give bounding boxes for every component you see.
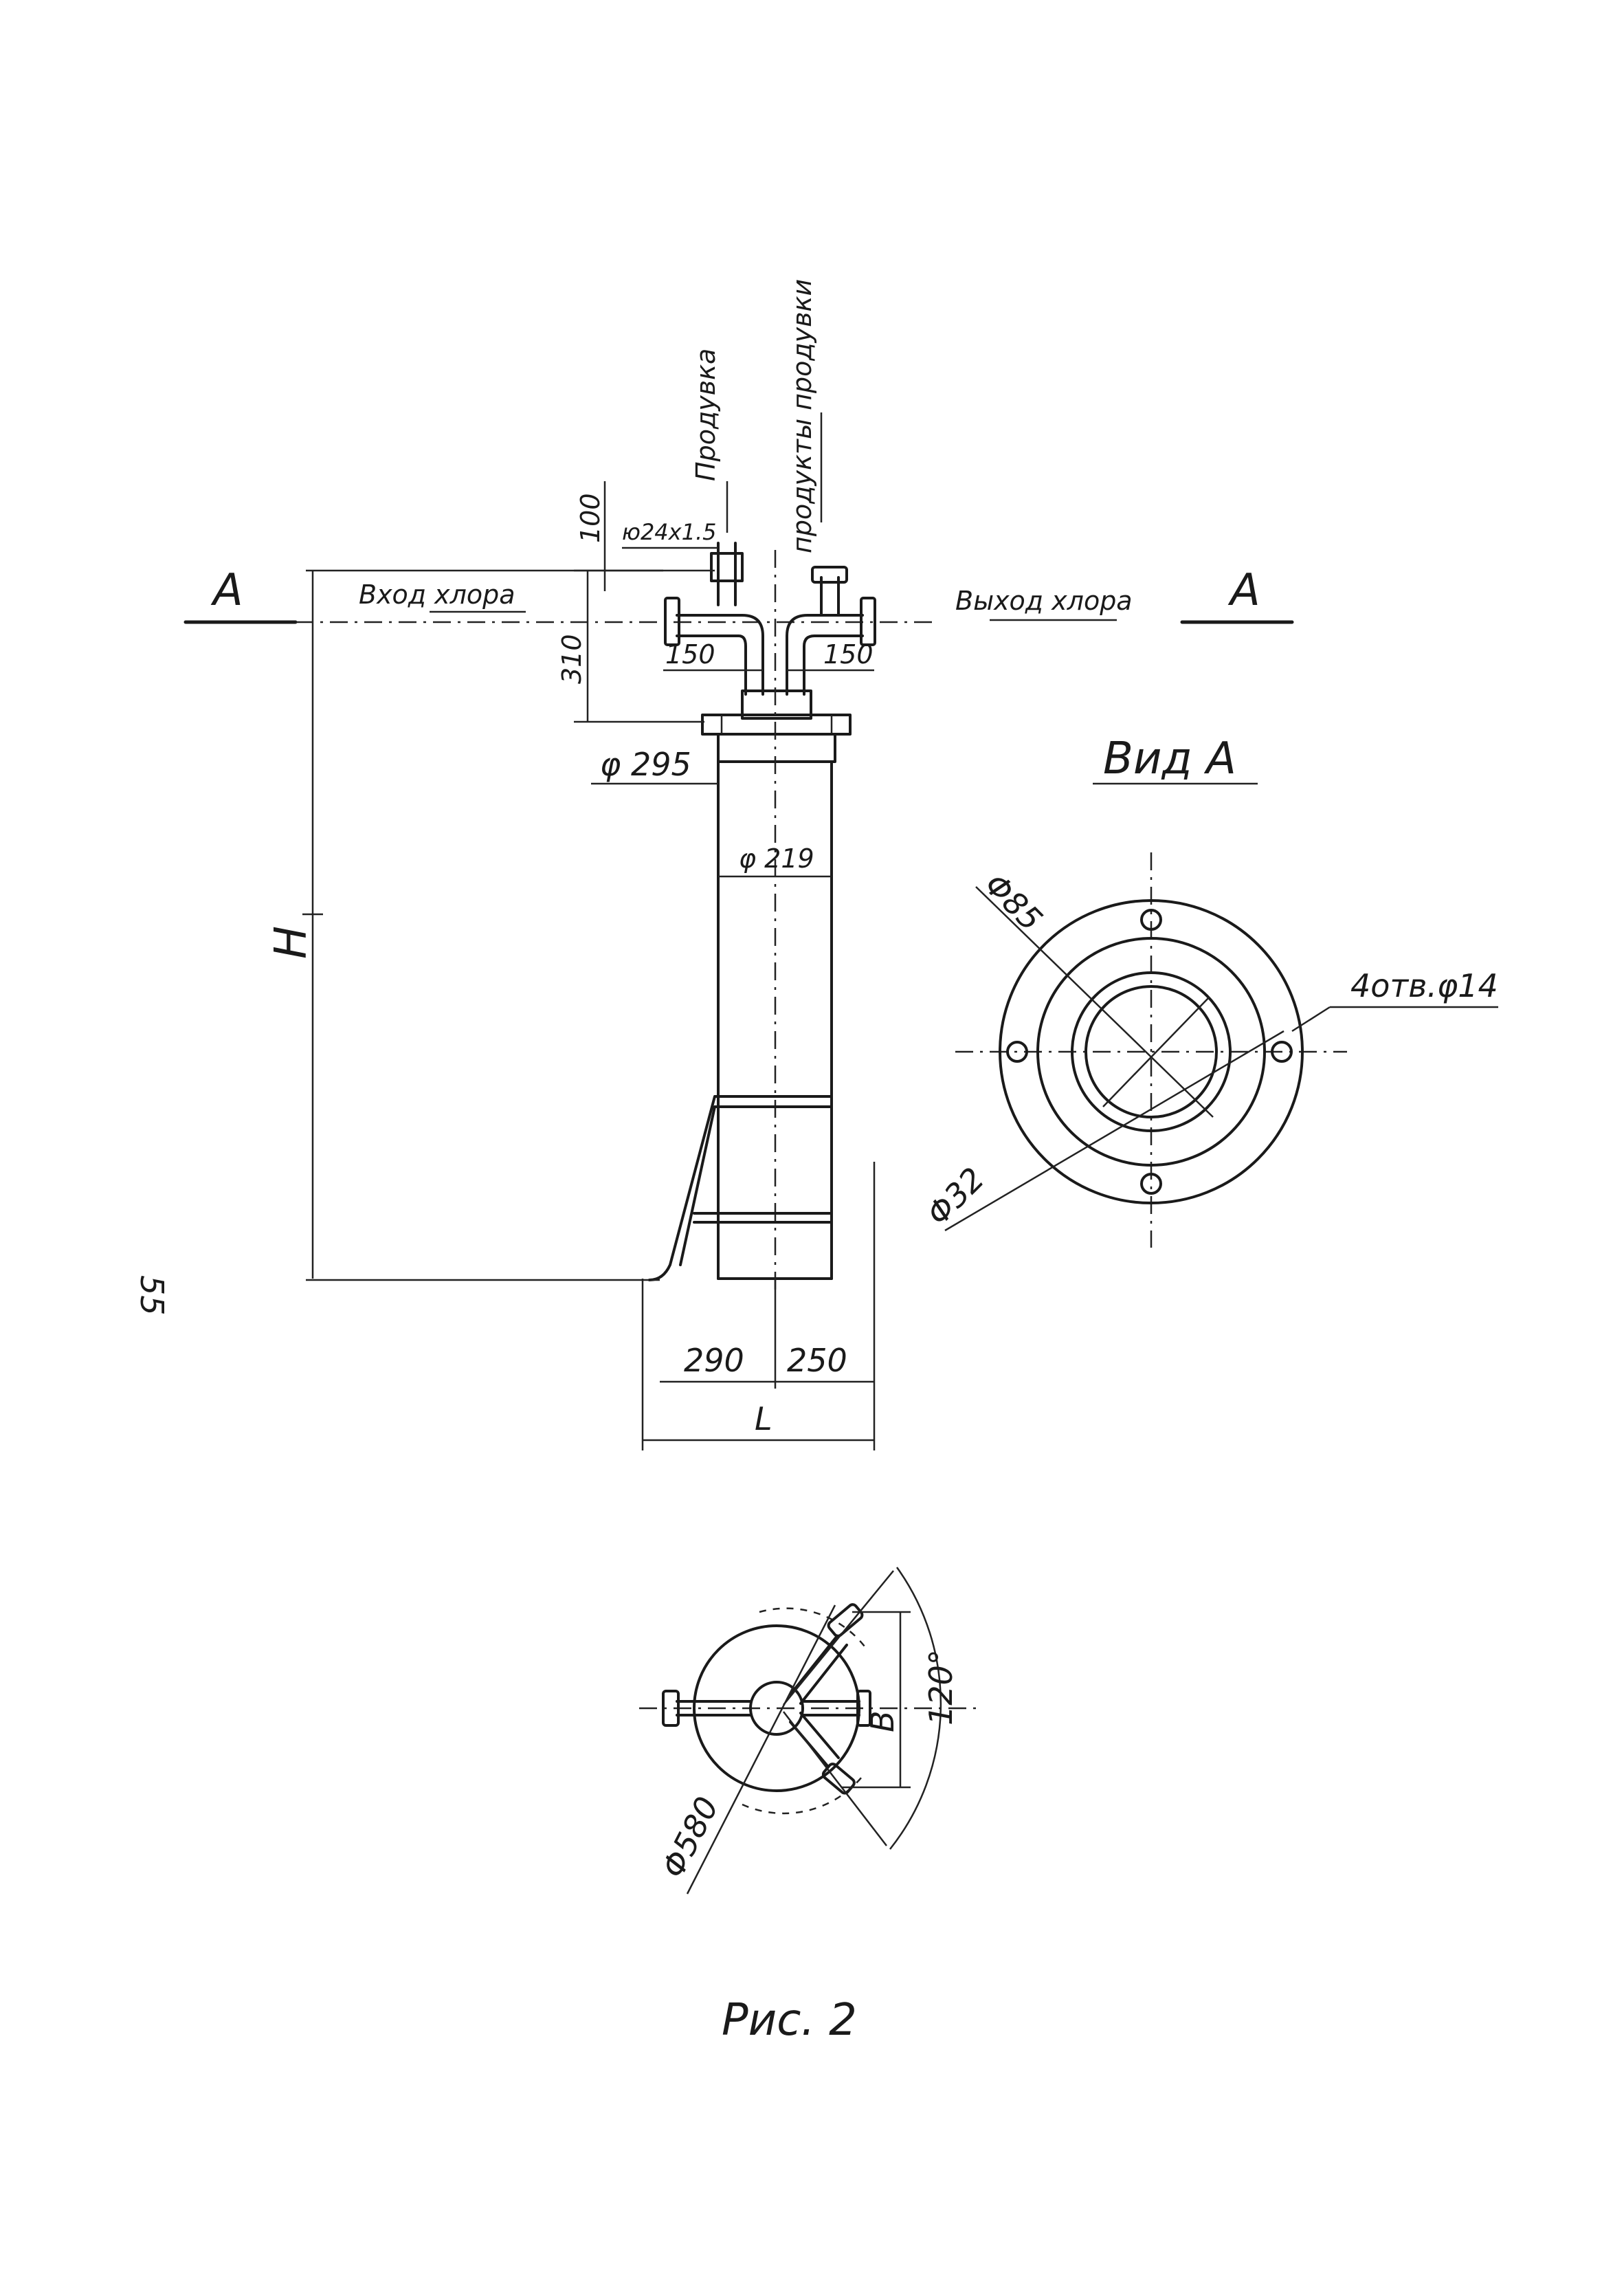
bolt-hole-right xyxy=(1271,1041,1293,1063)
dim-phi-32: Φ32 xyxy=(920,1160,992,1233)
bolt-hole-left xyxy=(1006,1041,1028,1063)
flange-bolt-circle xyxy=(1036,937,1266,1167)
purge-products-label: продукты продувки xyxy=(787,279,817,553)
outlet-pipe xyxy=(786,614,864,696)
dim-310: 310 xyxy=(557,634,587,684)
purge-nozzle-body xyxy=(710,552,744,582)
dim-phi-219: φ 219 xyxy=(739,843,814,874)
plan-view: B 120° Φ580 xyxy=(639,1567,976,1895)
figure-caption: Рис. 2 xyxy=(722,1995,857,2046)
view-a-title: Вид А xyxy=(1103,733,1236,784)
dim-phi-85: Φ85 xyxy=(977,866,1049,938)
plan-arc-top xyxy=(759,1607,865,1647)
outlet-label: Выход хлора xyxy=(955,586,1133,616)
angle-arc xyxy=(889,1567,942,1850)
vessel-side-view xyxy=(648,542,876,1292)
plan-nozzle-bottom-right xyxy=(789,1712,840,1768)
flange-outer-circle xyxy=(999,899,1304,1204)
dim-angle-120: 120° xyxy=(922,1649,959,1725)
inlet-pipe xyxy=(676,614,764,696)
dim-b: B xyxy=(864,1710,901,1732)
section-mark-right: А xyxy=(1227,565,1260,616)
dim-250: 250 xyxy=(787,1342,847,1379)
flange-bore xyxy=(1084,985,1218,1118)
flange-neck xyxy=(717,733,836,763)
dim-100: 100 xyxy=(575,493,605,543)
inlet-label: Вход хлора xyxy=(359,579,515,610)
support-stand xyxy=(648,1095,833,1281)
dim-l: L xyxy=(755,1400,772,1437)
dim-290: 290 xyxy=(684,1342,744,1379)
top-cap xyxy=(741,689,812,720)
dim-phi-580: Φ580 xyxy=(654,1791,726,1884)
plan-core-circle xyxy=(749,1681,804,1736)
view-a: Вид А Φ85 Φ32 4отв.φ14 xyxy=(920,733,1498,1248)
bolt-hole-top xyxy=(1140,909,1162,931)
section-line-a-a: А А xyxy=(183,565,1294,624)
dimension-lines: H 100 310 ю24x1.5 150 150 φ 295 φ 219 29… xyxy=(266,481,876,1450)
section-mark-left: А xyxy=(210,565,243,616)
dim-holes: 4отв.φ14 xyxy=(1350,967,1498,1004)
inlet-flange xyxy=(664,597,680,646)
bolt-hole-bottom xyxy=(1140,1173,1162,1195)
purge-label: Продувка xyxy=(691,349,721,481)
purge-products-nozzle xyxy=(811,566,848,584)
plan-nozzle-left xyxy=(676,1700,752,1716)
plan-arc-bottom xyxy=(742,1773,865,1815)
plan-nozzle-top-right xyxy=(789,1635,848,1705)
dim-phi-295: φ 295 xyxy=(600,746,691,783)
dim-150-left: 150 xyxy=(665,639,715,670)
dim-150-right: 150 xyxy=(823,639,874,670)
dim-h: H xyxy=(266,926,317,959)
page-number: 55 xyxy=(133,1275,170,1316)
flange-inner-circle xyxy=(1071,971,1232,1132)
outlet-flange xyxy=(860,597,876,646)
nozzle-label: ю24x1.5 xyxy=(622,519,716,545)
